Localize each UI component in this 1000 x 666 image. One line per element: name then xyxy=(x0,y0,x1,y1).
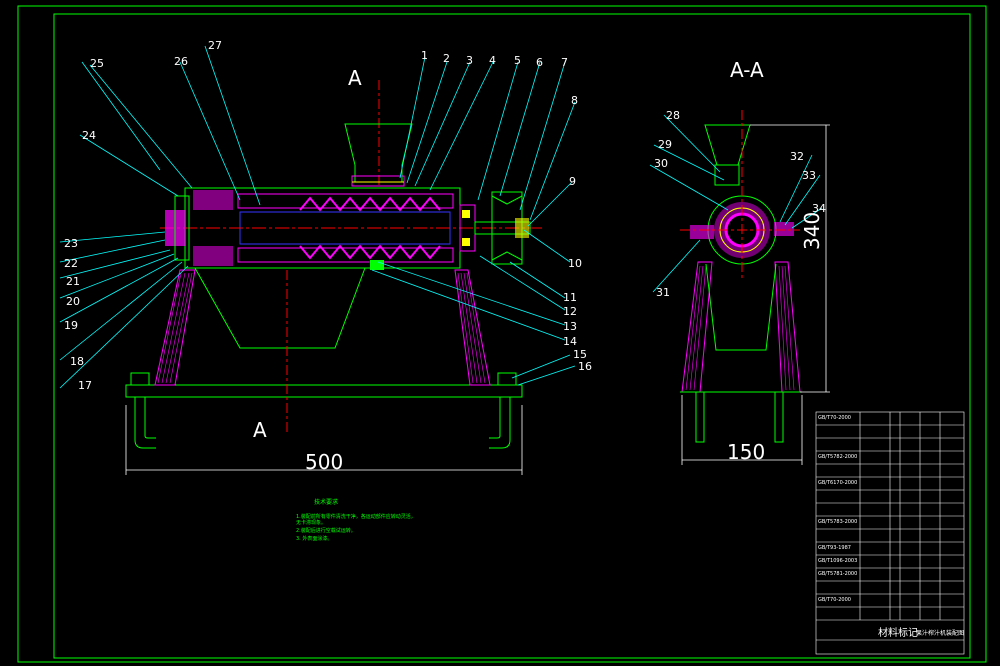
main-view xyxy=(125,80,545,475)
notes-title: 技术要求 xyxy=(314,499,339,506)
technical-notes: 技术要求 1.装配前所有零件清洗干净，各运动部件应转动灵活，无卡滞现象。 2.装… xyxy=(296,500,416,543)
balloon-21: 21 xyxy=(66,275,80,288)
outer-frame xyxy=(17,5,987,663)
balloon-19: 19 xyxy=(64,319,78,332)
balloon-25: 25 xyxy=(90,57,104,70)
balloon-33: 33 xyxy=(802,169,816,182)
balloon-13: 13 xyxy=(563,320,577,333)
balloon-2: 2 xyxy=(443,52,450,65)
balloon-20: 20 xyxy=(66,295,80,308)
balloon-27: 27 xyxy=(208,39,222,52)
balloon-8: 8 xyxy=(571,94,578,107)
tb-row: GB/T5781-2000 xyxy=(818,571,858,577)
balloon-22: 22 xyxy=(64,257,78,270)
balloon-6: 6 xyxy=(536,56,543,69)
notes-line-3: 3. 外表面涂漆。 xyxy=(296,536,333,542)
notes-line-1: 1.装配前所有零件清洗干净，各运动部件应转动灵活，无卡滞现象。 xyxy=(296,514,416,526)
side-funnel xyxy=(705,263,777,351)
left-foot-bolt xyxy=(134,397,156,449)
tb-row: GB/T1096-2003 xyxy=(818,558,858,564)
balloon-1: 1 xyxy=(421,49,428,62)
title-block-grid xyxy=(815,411,965,655)
screw-upper xyxy=(299,196,441,212)
right-leg xyxy=(454,269,491,386)
left-leg xyxy=(154,269,196,386)
tb-row: GB/T70-2000 xyxy=(818,597,851,603)
section-view xyxy=(680,110,830,465)
balloon-15: 15 xyxy=(573,348,587,361)
balloon-23: 23 xyxy=(64,237,78,250)
title-block: GB/T70-2000 GB/T5782-2000 GB/T6170-2000 … xyxy=(816,412,964,654)
balloon-11: 11 xyxy=(563,291,577,304)
balloon-3: 3 xyxy=(466,54,473,67)
balloon-9: 9 xyxy=(569,175,576,188)
balloon-28: 28 xyxy=(666,109,680,122)
balloon-26: 26 xyxy=(174,55,188,68)
view-marker-top: A xyxy=(348,66,362,90)
balloon-12: 12 xyxy=(563,305,577,318)
side-left-leg xyxy=(681,261,713,393)
screw-lower xyxy=(299,244,441,260)
side-hopper xyxy=(704,124,751,166)
tb-row: GB/T5782-2000 xyxy=(818,454,858,460)
balloon-16: 16 xyxy=(578,360,592,373)
tb-row: GB/T93-1987 xyxy=(818,545,851,551)
balloon-31: 31 xyxy=(656,286,670,299)
tb-row: GB/T5783-2000 xyxy=(818,519,858,525)
balloon-5: 5 xyxy=(514,54,521,67)
tb-row: GB/T6170-2000 xyxy=(818,480,858,486)
dim-base-width: 500 xyxy=(305,450,344,474)
balloon-29: 29 xyxy=(658,138,672,151)
leader-lines xyxy=(59,45,823,389)
dim-side-height: 340 xyxy=(800,211,824,250)
tb-row: GB/T70-2000 xyxy=(818,415,851,421)
balloon-10: 10 xyxy=(568,257,582,270)
base-plate xyxy=(125,384,523,398)
dim-side-width: 150 xyxy=(727,440,766,464)
balloon-32: 32 xyxy=(790,150,804,163)
balloon-34: 34 xyxy=(812,202,826,215)
side-right-leg xyxy=(774,261,801,393)
balloon-4: 4 xyxy=(489,54,496,67)
inner-frame xyxy=(53,13,971,659)
balloon-18: 18 xyxy=(70,355,84,368)
drawing-name: 果汁榨汁机装配图 xyxy=(916,630,965,637)
view-marker-bottom: A xyxy=(253,418,267,442)
balloon-7: 7 xyxy=(561,56,568,69)
balloon-17: 17 xyxy=(78,379,92,392)
balloon-14: 14 xyxy=(563,335,577,348)
balloon-24: 24 xyxy=(82,129,96,142)
right-foot-bolt xyxy=(489,397,511,449)
notes-line-2: 2.装配后进行空载试运转。 xyxy=(296,528,356,534)
collection-funnel xyxy=(194,267,366,349)
balloon-30: 30 xyxy=(654,157,668,170)
section-title: A-A xyxy=(730,58,764,82)
title-block-header: 材料标记 xyxy=(878,628,918,639)
